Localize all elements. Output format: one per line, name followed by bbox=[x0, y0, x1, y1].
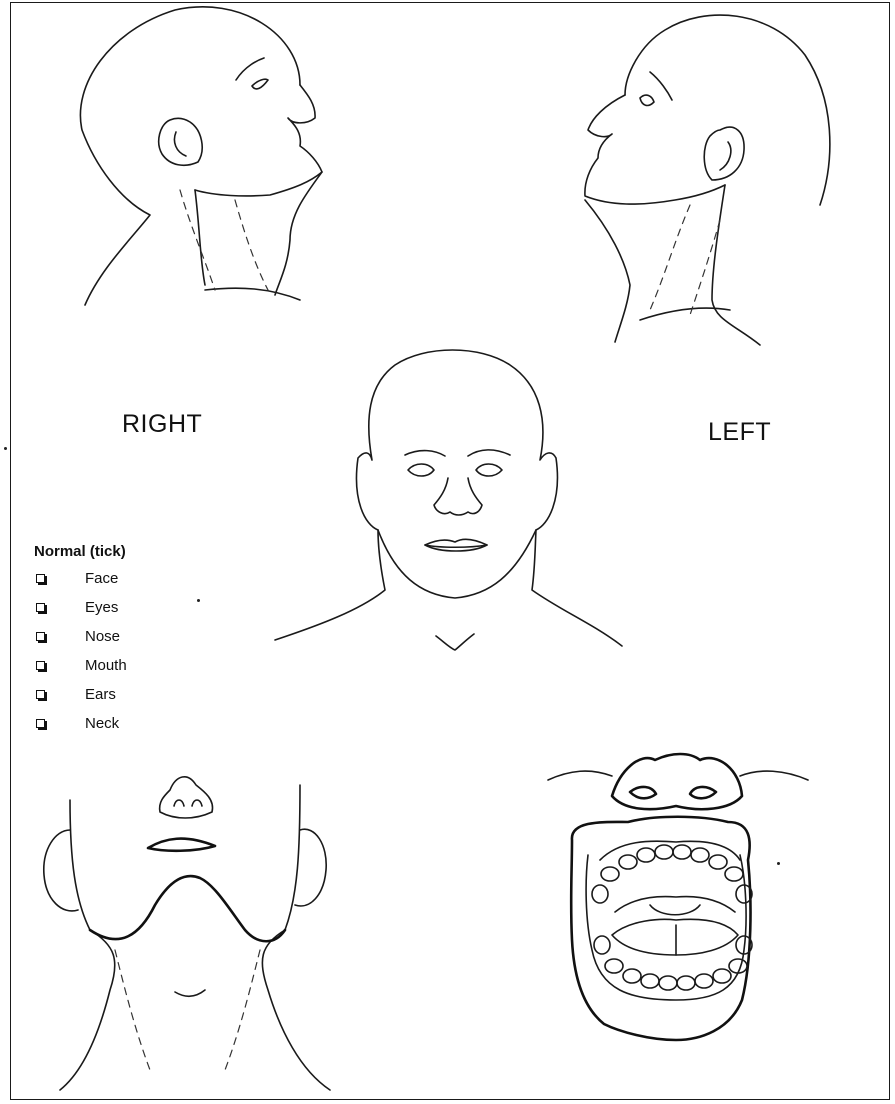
normal-checklist: Normal (tick) Face Eyes Nose Mouth Ears … bbox=[34, 543, 234, 738]
head-left-profile-drawing bbox=[585, 15, 830, 345]
checklist-title: Normal (tick) bbox=[34, 543, 234, 560]
right-side-label: RIGHT bbox=[122, 410, 202, 439]
checklist-item-label: Neck bbox=[85, 715, 119, 732]
checklist-item-face[interactable]: Face bbox=[34, 564, 234, 593]
checklist-item-neck[interactable]: Neck bbox=[34, 709, 234, 738]
left-side-label: LEFT bbox=[708, 418, 771, 447]
head-front-drawing bbox=[275, 350, 622, 650]
checklist-item-label: Mouth bbox=[85, 657, 127, 674]
upper-teeth bbox=[592, 845, 752, 903]
checklist-item-mouth[interactable]: Mouth bbox=[34, 651, 234, 680]
checklist-item-ears[interactable]: Ears bbox=[34, 680, 234, 709]
stray-dot bbox=[4, 447, 7, 450]
checkbox[interactable] bbox=[36, 661, 45, 670]
checklist-item-nose[interactable]: Nose bbox=[34, 622, 234, 651]
checklist-item-label: Face bbox=[85, 570, 118, 587]
head-underside-view-drawing bbox=[44, 777, 330, 1090]
checkbox[interactable] bbox=[36, 632, 45, 641]
open-mouth-drawing bbox=[548, 754, 808, 1040]
checkbox[interactable] bbox=[36, 574, 45, 583]
checkbox[interactable] bbox=[36, 690, 45, 699]
checklist-item-label: Eyes bbox=[85, 599, 118, 616]
checkbox[interactable] bbox=[36, 719, 45, 728]
checklist-item-eyes[interactable]: Eyes bbox=[34, 593, 234, 622]
checklist-item-label: Ears bbox=[85, 686, 116, 703]
stray-dot bbox=[777, 862, 780, 865]
checkbox[interactable] bbox=[36, 603, 45, 612]
checklist-item-label: Nose bbox=[85, 628, 120, 645]
head-right-profile-drawing bbox=[80, 7, 322, 305]
